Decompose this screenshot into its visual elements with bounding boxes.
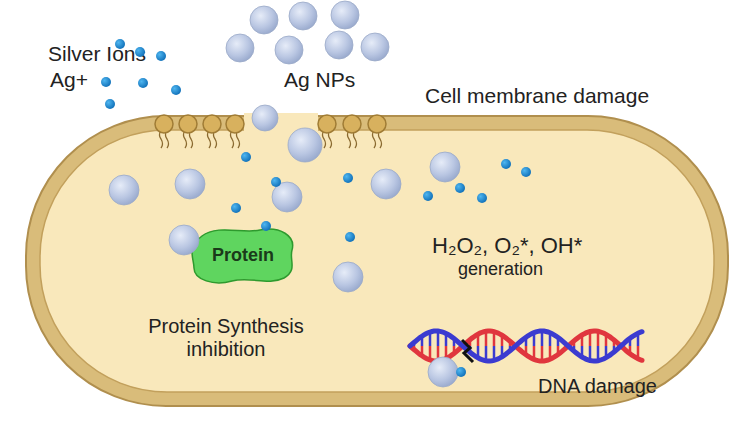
ros-label: generation <box>458 259 543 280</box>
silver-ion <box>501 159 511 169</box>
silver-ion <box>135 47 145 57</box>
silver-nanoparticle <box>109 175 139 205</box>
silver-ion <box>345 232 355 242</box>
silver-ion <box>477 193 487 203</box>
silver-ion <box>138 78 148 88</box>
silver-nanoparticle <box>252 105 278 131</box>
silver-ion <box>423 191 433 201</box>
membrane-label: Cell membrane damage <box>425 84 649 108</box>
silver-nanoparticle <box>289 2 317 30</box>
silver-ion <box>171 85 181 95</box>
lipid-head <box>368 115 386 133</box>
silver-nanoparticle <box>361 33 389 61</box>
lipid-head <box>203 115 221 133</box>
ions-label: Silver Ions <box>48 42 146 66</box>
silver-nanoparticle <box>288 128 322 162</box>
nanoparticle-label: Ag NPs <box>284 68 355 92</box>
protein-label: Protein <box>212 245 274 266</box>
dna-break <box>462 340 473 362</box>
silver-ion <box>455 183 465 193</box>
silver-nanoparticle <box>371 169 401 199</box>
silver-nanoparticle <box>275 36 303 64</box>
silver-nanoparticle <box>250 6 278 34</box>
silver-ion <box>101 77 111 87</box>
silver-ion <box>231 203 241 213</box>
dna-helix <box>410 331 642 361</box>
lipid-head <box>155 115 173 133</box>
dna-strand <box>410 331 642 361</box>
silver-ion <box>105 99 115 109</box>
ions-formula: Ag+ <box>50 68 88 92</box>
ros-species: H₂O₂, O₂*, OH* <box>432 233 582 258</box>
silver-nanoparticle <box>331 1 359 29</box>
cytoplasm <box>40 130 714 392</box>
silver-ion <box>456 367 466 377</box>
silver-nanoparticle <box>430 152 460 182</box>
silver-nanoparticle <box>333 262 363 292</box>
silver-nanoparticle <box>169 225 199 255</box>
silver-nanoparticle <box>226 34 254 62</box>
cell-wall <box>26 116 728 406</box>
silver-ion <box>115 39 125 49</box>
lipid-head <box>318 115 336 133</box>
silver-ion <box>241 152 251 162</box>
silver-ion <box>261 221 271 231</box>
silver-ion <box>521 167 531 177</box>
lipid-head <box>179 115 197 133</box>
blob-outline <box>192 229 293 283</box>
lipid-head <box>226 115 244 133</box>
silver-nanoparticle <box>325 31 353 59</box>
dna-label: DNA damage <box>538 375 657 398</box>
silver-ion <box>271 177 281 187</box>
silver-nanoparticle <box>428 357 458 387</box>
dna-strand <box>410 331 642 361</box>
protein-blob: Protein <box>188 226 298 284</box>
silver-ion <box>156 51 166 61</box>
protein-effect-label: Protein Synthesis inhibition <box>128 315 324 361</box>
lipid-head <box>343 115 361 133</box>
silver-ion <box>343 173 353 183</box>
silver-nanoparticle <box>175 169 205 199</box>
